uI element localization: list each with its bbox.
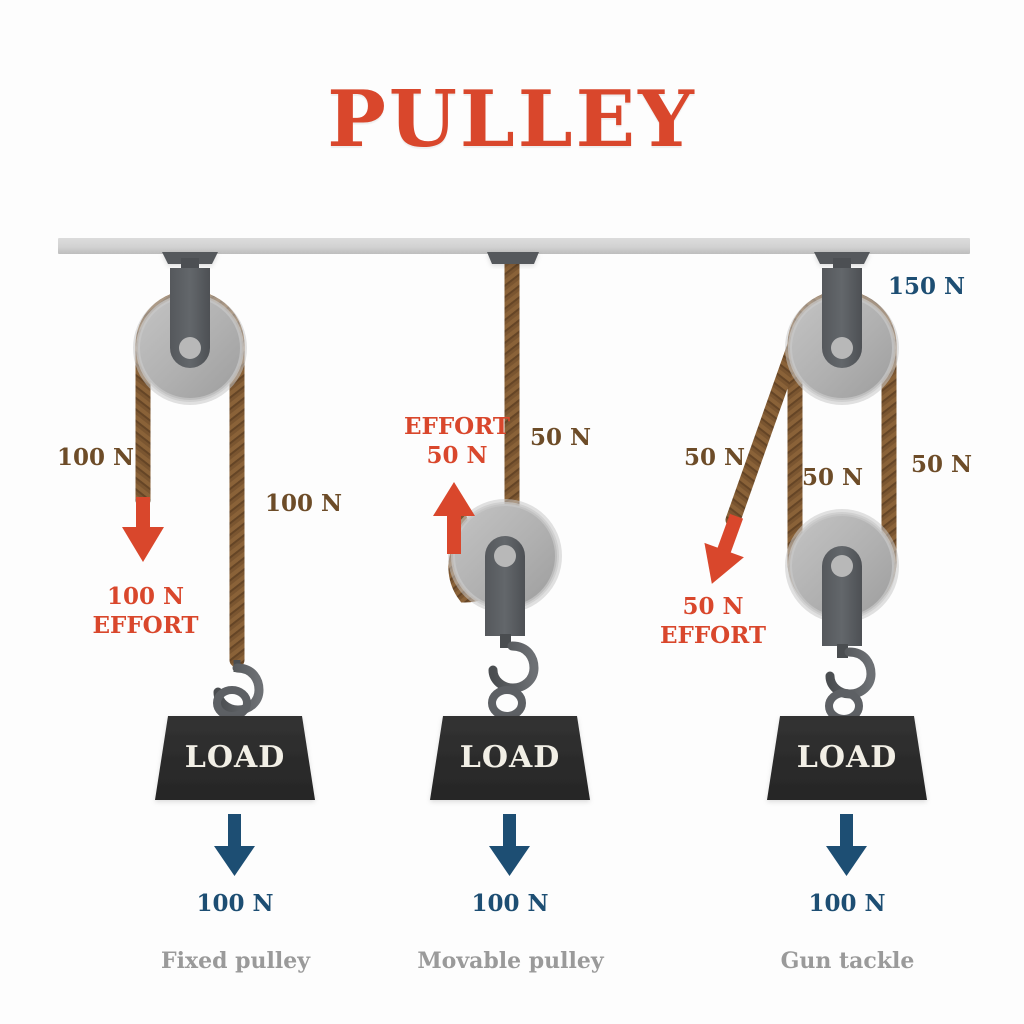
label-gun-left-rope: 50 N xyxy=(684,444,746,471)
load-force-arrow-1 xyxy=(214,814,255,876)
load-hook-3 xyxy=(825,644,876,723)
ceiling-rail xyxy=(58,238,970,254)
pulley-wheel-3a xyxy=(790,296,894,400)
pulley-wheel-2 xyxy=(453,504,557,608)
axle-2 xyxy=(494,545,516,567)
gun-tackle-assembly xyxy=(704,252,927,876)
caption-gun-tackle: Gun tackle xyxy=(780,948,915,974)
effort-arrow-1 xyxy=(122,497,164,562)
load-force-1: 100 N xyxy=(196,890,274,917)
load-force-2: 100 N xyxy=(471,890,549,917)
load-text-3: LOAD xyxy=(796,740,898,775)
pulley-bracket-2 xyxy=(485,536,525,636)
label-fixed-effort-word: EFFORT xyxy=(92,612,199,639)
pulley-bracket-3a xyxy=(822,268,862,368)
load-force-arrow-2 xyxy=(489,814,530,876)
caption-movable-pulley: Movable pulley xyxy=(417,948,604,974)
load-text-2: LOAD xyxy=(459,740,561,775)
axle-3b xyxy=(831,555,853,577)
pulley-bracket xyxy=(170,268,210,368)
label-movable-effort-value: 50 N xyxy=(426,442,488,469)
axle-3a xyxy=(831,337,853,359)
label-fixed-left-rope: 100 N xyxy=(57,444,135,471)
label-fixed-effort-value: 100 N xyxy=(106,583,185,610)
pulley-wheel-3b xyxy=(790,514,894,618)
label-gun-effort-value: 50 N xyxy=(682,593,744,620)
wheel-shadow-3b xyxy=(785,509,899,623)
load-text-1: LOAD xyxy=(184,740,286,775)
axle xyxy=(179,337,201,359)
label-gun-right-rope: 50 N xyxy=(911,451,973,478)
load-hook-1 xyxy=(213,660,264,720)
load-force-3: 100 N xyxy=(808,890,886,917)
pulley-bracket-3b xyxy=(822,546,862,646)
wheel-shadow-2 xyxy=(448,499,562,613)
label-gun-total: 150 N xyxy=(888,273,966,300)
mount-stem xyxy=(181,258,199,276)
rope-gun-top xyxy=(787,290,897,353)
label-fixed-right-rope: 100 N xyxy=(265,490,343,517)
label-gun-middle-rope: 50 N xyxy=(802,464,864,491)
page-title: PULLEY xyxy=(327,74,697,165)
label-movable-effort-word: EFFORT xyxy=(403,413,511,440)
wheel-shadow xyxy=(133,291,247,405)
rope-gun-effort-end xyxy=(725,337,803,528)
label-movable-right-rope: 50 N xyxy=(530,424,592,451)
load-hook-2 xyxy=(488,634,539,720)
movable-pulley-assembly xyxy=(430,252,590,876)
load-force-arrow-3 xyxy=(826,814,867,876)
label-gun-effort-word: EFFORT xyxy=(659,622,767,649)
effort-arrow-3 xyxy=(704,513,744,584)
mount-stem-3 xyxy=(833,258,851,276)
wheel-shadow-3a xyxy=(785,291,899,405)
pulley-wheel xyxy=(138,296,242,400)
effort-arrow-2 xyxy=(433,482,475,554)
caption-fixed-pulley: Fixed pulley xyxy=(160,948,310,974)
fixed-pulley-assembly xyxy=(122,252,315,876)
